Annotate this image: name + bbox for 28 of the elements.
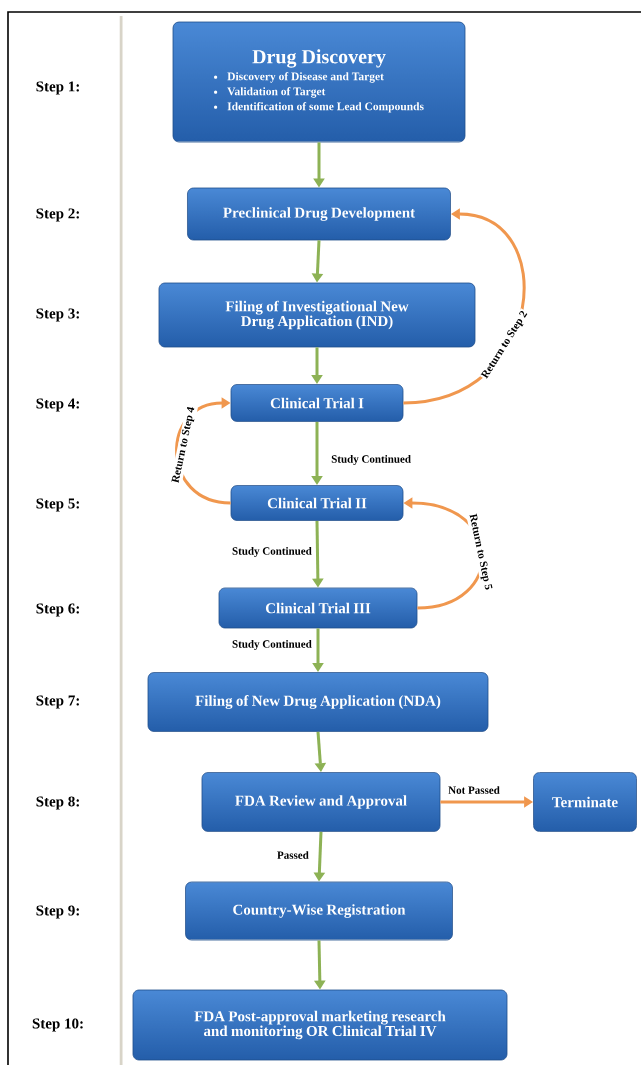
process-box: Drug Discovery Discovery of Disease and Target Validation of Target Identification of some Lead Compounds (172, 21, 466, 143)
process-box: FDA Review and Approval (201, 772, 441, 832)
process-box: Filing of Investigational New Drug Application (IND) (158, 282, 476, 348)
process-box: Preclinical Drug Development (187, 187, 451, 241)
edge-label: Return to Step 4 (170, 405, 198, 485)
process-box: Country-Wise Registration (185, 881, 453, 941)
edge-label: Study Continued (231, 639, 313, 651)
step-label: Step 5: (36, 498, 79, 512)
edge-label: Study Continued (231, 546, 313, 558)
edge-label: Return to Step 5 (466, 512, 494, 592)
step-label: Step 10: (32, 1018, 83, 1032)
process-box: Filing of New Drug Application (NDA) (147, 672, 489, 732)
step-label: Step 8: (36, 796, 79, 810)
step-label: Step 4: (36, 398, 79, 412)
process-box: Clinical Trial I (230, 384, 404, 422)
edge-label: Study Continued (330, 454, 412, 466)
process-box: Terminate (533, 772, 637, 832)
step-label: Step 9: (36, 905, 79, 919)
process-box: Clinical Trial II (230, 485, 404, 521)
edge-label: Not Passed (447, 785, 501, 795)
step-label: Step 7: (36, 695, 79, 709)
edge-label: Passed (276, 850, 310, 860)
step-label: Step 3: (36, 308, 79, 322)
step-label: Step 6: (36, 603, 79, 617)
step-label: Step 2: (36, 208, 79, 222)
process-box: FDA Post-approval marketing research and monitoring OR Clinical Trial IV (132, 989, 508, 1061)
step-label: Step 1: (36, 81, 79, 95)
process-box: Clinical Trial III (218, 587, 418, 629)
